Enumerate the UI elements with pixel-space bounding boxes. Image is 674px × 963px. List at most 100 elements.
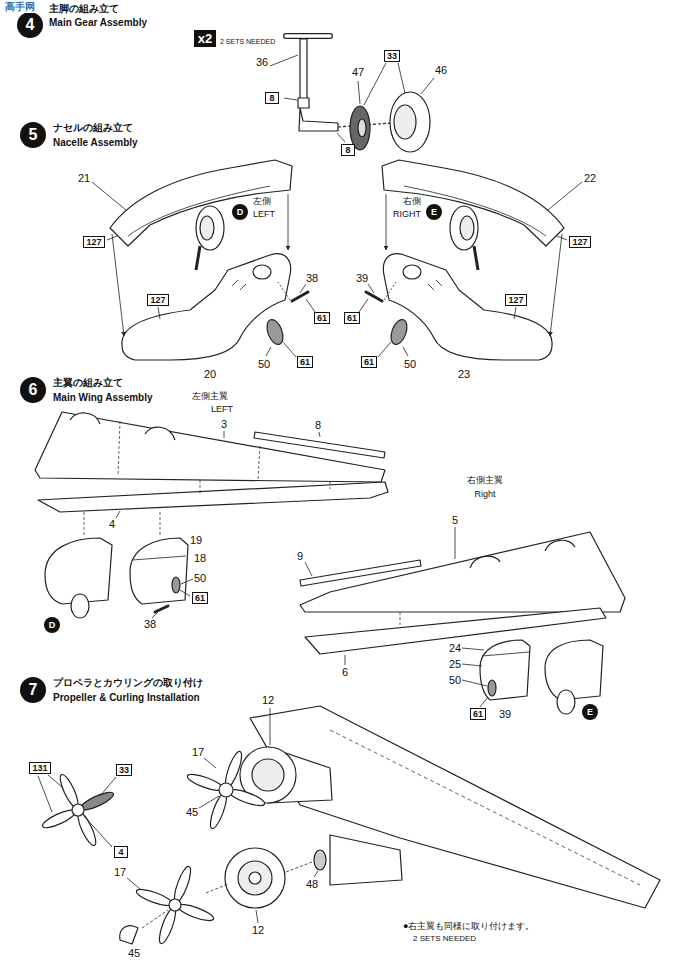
node-text: 8 <box>269 94 274 103</box>
left-main-wing <box>35 412 388 618</box>
step-number: 4 <box>17 12 43 38</box>
drawing-part <box>299 108 338 131</box>
callout-number: 22 <box>583 172 597 185</box>
node-text: 131 <box>32 764 47 773</box>
drawing-part <box>135 886 174 908</box>
callout-number: 5 <box>451 514 459 527</box>
step-heading: Main Wing Assembly <box>52 392 154 404</box>
drawing-part <box>252 759 284 791</box>
step-number: 6 <box>20 377 46 403</box>
drawing-part <box>38 776 52 812</box>
propeller-detail <box>38 773 116 848</box>
node-text: 6 <box>29 382 38 398</box>
callout-number: 20 <box>203 368 217 381</box>
nacelle-assembly <box>359 160 582 360</box>
node-text: 33 <box>119 766 129 775</box>
drawing-part <box>470 540 575 568</box>
drawing-part <box>254 432 385 458</box>
drawing-part <box>120 750 266 945</box>
drawing-part <box>171 865 193 904</box>
drawing-part <box>482 652 529 656</box>
drawing-part <box>286 33 330 39</box>
side-label: RIGHT <box>392 209 422 219</box>
drawing-part <box>545 640 603 700</box>
callout-number: 48 <box>305 878 319 891</box>
drawing-part <box>292 292 308 301</box>
node-text: 127 <box>150 296 165 305</box>
drawing-part <box>462 648 484 650</box>
drawing-part <box>72 804 84 816</box>
node-text: 61 <box>347 314 357 323</box>
step-heading: プロペラとカウリングの取り付け <box>52 677 204 689</box>
drawing-part <box>305 562 312 576</box>
node-text: E <box>587 708 593 717</box>
drawing-part <box>199 796 219 808</box>
drawing-part <box>118 421 260 480</box>
sprue-number: 131 <box>29 762 50 774</box>
callout-number: 50 <box>403 358 417 371</box>
sprue-number: 33 <box>384 50 400 62</box>
drawing-part <box>71 594 89 618</box>
side-label: 右側主翼 <box>466 475 504 485</box>
sprue-number: 61 <box>192 592 208 604</box>
drawing-part <box>264 317 286 346</box>
drawing-part <box>84 512 160 536</box>
sprue-number: 33 <box>116 764 132 776</box>
drawing-part <box>278 282 290 300</box>
sprue-number: 127 <box>147 294 168 306</box>
drawing-part <box>557 690 575 714</box>
drawing-part <box>480 640 530 700</box>
drawing-part <box>283 342 296 357</box>
callout-number: 39 <box>355 272 369 285</box>
drawing-part <box>421 78 434 94</box>
callout-number: 50 <box>257 358 271 371</box>
callout-number: 12 <box>251 924 265 937</box>
sprue-number: 127 <box>505 294 526 306</box>
drawing-part <box>286 34 330 38</box>
drawing-part <box>48 775 62 787</box>
drawing-part <box>238 861 272 895</box>
drawing-part <box>206 884 228 893</box>
leader-lines <box>270 55 434 142</box>
drawing-part <box>314 850 326 870</box>
sprue-number: 61 <box>361 356 377 368</box>
callout-number: 17 <box>113 866 127 879</box>
drawing-part <box>330 835 402 885</box>
node-text: D <box>237 208 244 217</box>
node-text: x2 <box>198 32 212 45</box>
drawing-part <box>120 926 138 944</box>
side-label: LEFT <box>252 209 276 219</box>
drawing-part <box>288 194 289 250</box>
callout-number: 47 <box>351 66 365 79</box>
drawing-part <box>172 577 180 593</box>
callout-number: 17 <box>191 746 205 759</box>
drawing-part <box>358 119 366 137</box>
node-text: 61 <box>473 710 483 719</box>
subassembly-mark: D <box>232 204 248 220</box>
drawing-part <box>84 816 112 847</box>
sprue-number: 127 <box>569 236 590 248</box>
drawing-part <box>300 532 625 612</box>
note: 2 SETS NEEDED <box>412 934 477 943</box>
drawing-part <box>110 160 292 246</box>
drawing-part <box>130 538 188 604</box>
drawing-part <box>480 697 488 707</box>
sprue-number: 61 <box>297 356 313 368</box>
drawing-part <box>35 36 660 945</box>
sprue-number: 127 <box>83 236 104 248</box>
node-text: 61 <box>195 594 205 603</box>
aircraft-wing <box>120 706 660 945</box>
main-gear <box>286 36 430 152</box>
callout-number: 25 <box>448 658 462 671</box>
drawing-part <box>107 236 117 240</box>
callout-number: 4 <box>108 518 116 531</box>
callout-number: 3 <box>220 418 228 431</box>
drawing-part <box>180 590 190 596</box>
callout-number: 21 <box>77 172 91 185</box>
side-label: Right <box>473 489 496 499</box>
node-text: 61 <box>364 358 374 367</box>
note: 2 SETS NEEDED <box>219 38 276 46</box>
drawing-part <box>181 579 193 584</box>
callout-number: 23 <box>457 368 471 381</box>
